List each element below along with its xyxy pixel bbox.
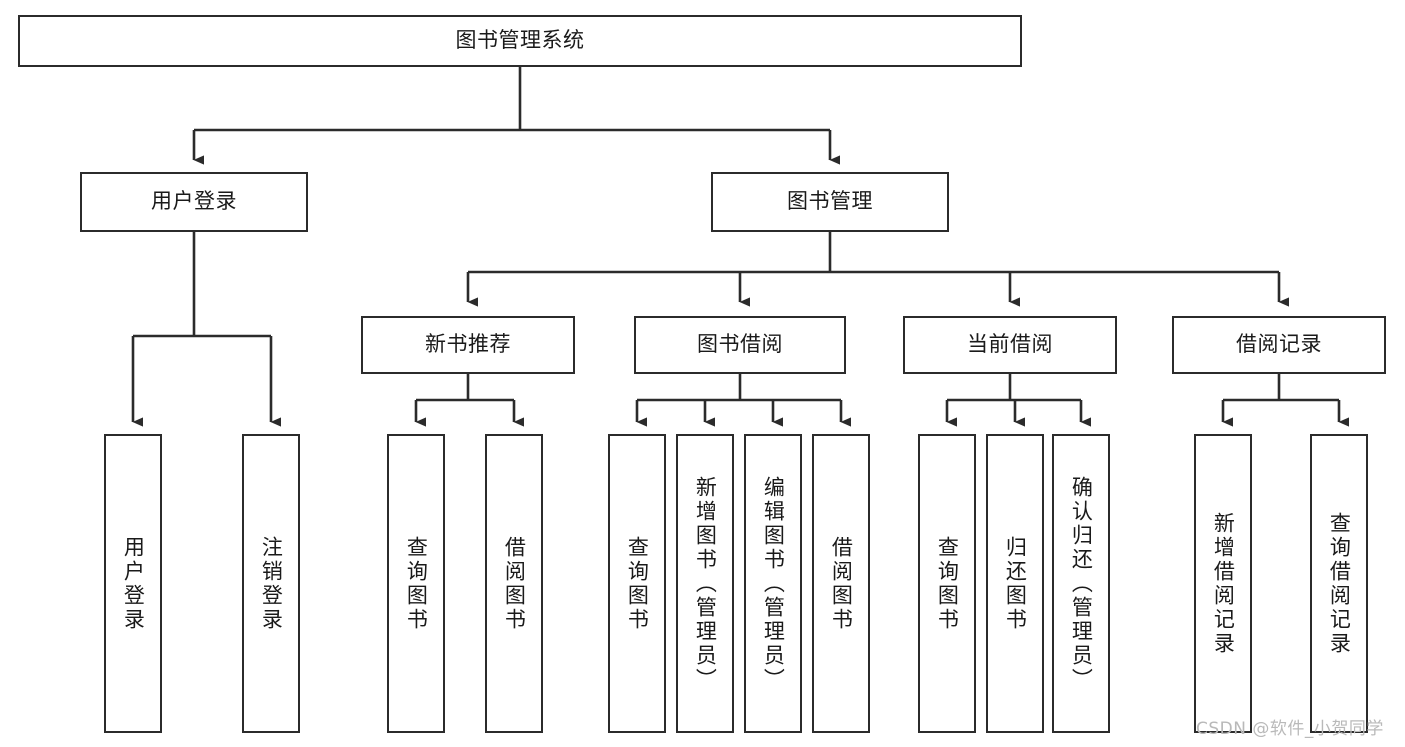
node-label: 归还图书: [1003, 535, 1028, 632]
leaf-edit-book-admin[interactable]: 编辑图书（管理员）: [744, 434, 802, 733]
node-book-borrow[interactable]: 图书借阅: [634, 316, 846, 374]
connector-newbook-to-leaves: [414, 374, 524, 427]
node-label: 借阅图书: [829, 535, 854, 632]
leaf-borrow-book[interactable]: 借阅图书: [812, 434, 870, 733]
node-current-borrow[interactable]: 当前借阅: [903, 316, 1117, 374]
leaf-return-book[interactable]: 归还图书: [986, 434, 1044, 733]
leaf-query-book-borrow[interactable]: 查询图书: [608, 434, 666, 733]
node-label: 借阅记录: [1236, 332, 1322, 357]
node-label: 查询图书: [404, 535, 429, 632]
node-label: 用户登录: [151, 189, 237, 214]
leaf-add-book-admin[interactable]: 新增图书（管理员）: [676, 434, 734, 733]
connector-currentborrow-to-leaves: [945, 374, 1091, 427]
node-new-book-recommend[interactable]: 新书推荐: [361, 316, 575, 374]
node-book-management[interactable]: 图书管理: [711, 172, 949, 232]
node-label: 图书借阅: [697, 332, 783, 357]
node-label: 新增图书（管理员）: [693, 475, 718, 692]
node-label: 图书管理: [787, 189, 873, 214]
leaf-query-book-recommend[interactable]: 查询图书: [387, 434, 445, 733]
node-label: 图书管理系统: [455, 28, 585, 53]
node-root-book-management-system[interactable]: 图书管理系统: [18, 15, 1022, 67]
connector-bookmgmt-to-level3: [466, 232, 1289, 307]
node-label: 新书推荐: [425, 332, 511, 357]
connector-root-to-level2: [192, 67, 840, 165]
csdn-watermark: CSDN @软件_小贺同学: [1196, 719, 1384, 739]
node-label: 注销登录: [259, 535, 284, 632]
leaf-logout-login[interactable]: 注销登录: [242, 434, 300, 733]
node-label: 查询图书: [625, 535, 650, 632]
connector-borrowrecord-to-leaves: [1221, 374, 1349, 427]
node-label: 新增借阅记录: [1211, 511, 1236, 656]
leaf-query-borrow-record[interactable]: 查询借阅记录: [1310, 434, 1368, 733]
node-label: 确认归还（管理员）: [1069, 475, 1094, 692]
leaf-add-borrow-record[interactable]: 新增借阅记录: [1194, 434, 1252, 733]
leaf-query-book-current[interactable]: 查询图书: [918, 434, 976, 733]
connector-bookborrow-to-leaves: [635, 374, 851, 427]
node-label: 借阅图书: [502, 535, 527, 632]
connector-userlogin-to-leaves: [131, 232, 281, 427]
node-user-login[interactable]: 用户登录: [80, 172, 308, 232]
node-label: 查询借阅记录: [1327, 511, 1352, 656]
node-label: 查询图书: [935, 535, 960, 632]
leaf-borrow-book-recommend[interactable]: 借阅图书: [485, 434, 543, 733]
node-label: 当前借阅: [967, 332, 1053, 357]
node-label: 编辑图书（管理员）: [761, 475, 786, 692]
node-borrow-record[interactable]: 借阅记录: [1172, 316, 1386, 374]
leaf-confirm-return-admin[interactable]: 确认归还（管理员）: [1052, 434, 1110, 733]
node-label: 用户登录: [121, 535, 146, 632]
leaf-user-login[interactable]: 用户登录: [104, 434, 162, 733]
